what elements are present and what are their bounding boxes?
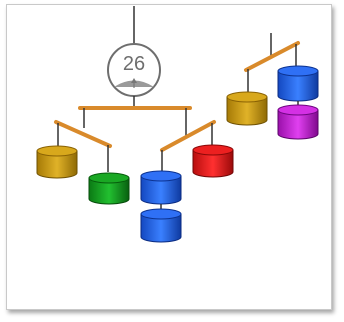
weight-blue-right	[277, 65, 319, 102]
weight-red	[192, 144, 234, 178]
left-mobile: 26	[36, 6, 234, 243]
left-sub-beam	[54, 120, 112, 148]
weight-green	[88, 172, 130, 205]
weight-blue-upper	[140, 170, 182, 205]
weight-purple	[277, 104, 319, 140]
scale: 26	[107, 43, 161, 107]
scale-reading: 26	[123, 53, 145, 75]
weight-blue-lower	[140, 208, 182, 243]
scale-needle	[131, 78, 137, 83]
weight-gold-right	[226, 91, 268, 126]
right-mobile	[226, 33, 319, 140]
right-sub-beam	[160, 120, 216, 152]
right-beam	[244, 41, 300, 72]
weight-gold	[36, 145, 78, 179]
